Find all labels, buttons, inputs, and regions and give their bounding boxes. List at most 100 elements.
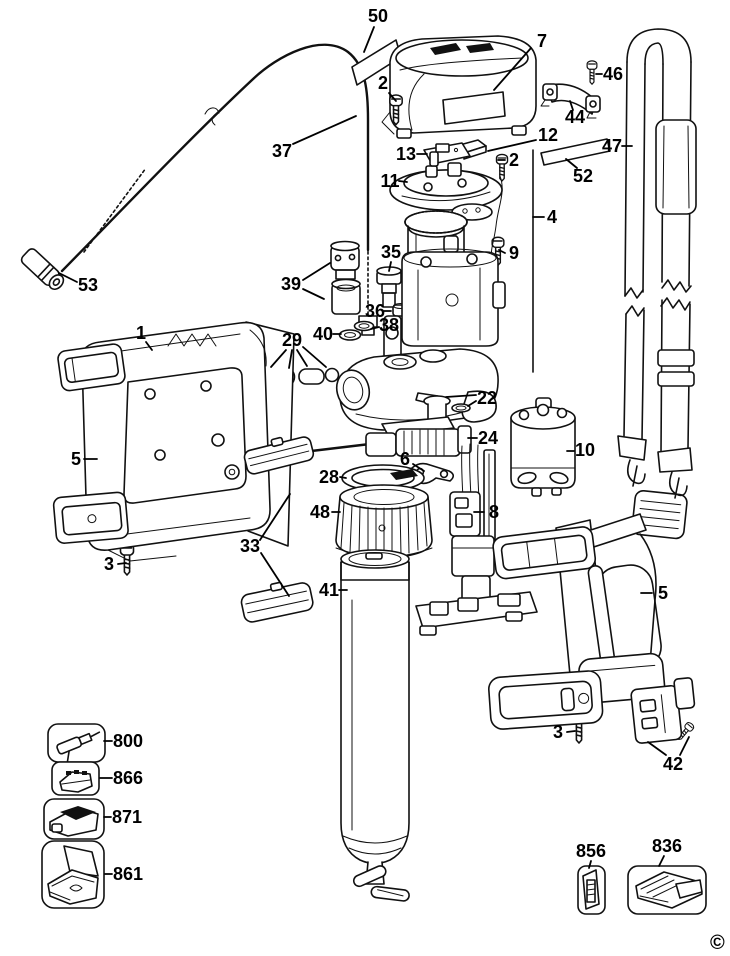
kit-box-866 [51,761,100,796]
leader-line-50 [363,26,375,53]
leader-line-28 [339,476,347,479]
rail-33-lower [240,581,314,623]
washer-40 [338,329,362,341]
part-label-3: 3 [103,554,115,574]
part-label-8: 8 [488,502,500,522]
shoulder-strap-47 [617,28,697,499]
part-label-1: 1 [135,323,147,343]
leader-line-29 [302,346,327,368]
leader-line-1 [145,341,153,351]
motor-cover-7 [381,35,537,139]
part-label-40: 40 [312,324,334,344]
leader-line-44 [569,100,574,111]
part-label-37: 37 [271,141,293,161]
part-label-871: 871 [111,807,143,827]
kit-box-800 [47,723,106,764]
right-housing-handle-5 [488,489,688,730]
kit-box-836 [627,865,707,915]
leader-line-22 [445,394,477,398]
piston-housing [401,235,506,347]
hose-nozzle-53 [20,248,65,291]
leader-line-53 [58,272,78,283]
part-label-6: 6 [399,449,411,469]
label-sticker-52 [540,138,611,166]
part-label-28: 28 [318,467,340,487]
leader-line-33 [259,493,291,541]
part-label-48: 48 [309,502,331,522]
leader-line-6 [412,463,425,472]
leader-line-33 [260,552,290,597]
part-label-53: 53 [77,275,99,295]
leader-line-856 [588,860,592,869]
copyright-mark: © [710,932,725,954]
leader-line-52 [565,158,578,169]
part-label-800: 800 [112,731,144,751]
part-label-861: 861 [112,864,144,884]
part-label-5: 5 [657,583,669,603]
follower-cup-48 [335,484,433,559]
part-label-13: 13 [395,144,417,164]
left-housing-frame-5 [52,321,295,562]
rod-assembly-24 [298,416,472,458]
leader-line-22 [467,400,477,407]
part-label-2: 2 [377,73,389,93]
rail-33-upper [243,436,315,475]
kit-box-856 [577,865,606,915]
leader-line-29 [270,349,287,368]
battery-icon [59,770,93,793]
bracket-44 [540,83,601,119]
part-label-3: 3 [552,722,564,742]
leader-line-38 [370,326,380,330]
part-label-38: 38 [378,315,400,335]
kit-box-871 [43,798,105,840]
part-label-50: 50 [367,6,389,26]
part-label-44: 44 [564,107,586,127]
part-label-5: 5 [70,449,82,469]
charger-icon [49,806,99,837]
part-label-12: 12 [537,125,559,145]
part-label-41: 41 [318,580,340,600]
part-label-4: 4 [546,207,558,227]
leader-line-29 [288,349,293,369]
part-label-46: 46 [602,64,624,84]
leader-line-12 [487,139,537,152]
barrel-tube-41 [340,549,410,902]
part-label-42: 42 [662,754,684,774]
leader-line-39 [302,262,331,281]
part-label-9: 9 [508,243,520,263]
part-label-33: 33 [239,536,261,556]
part-label-52: 52 [572,166,594,186]
kit-case-icon [47,845,99,905]
leader-line-42 [647,741,667,756]
part-label-856: 856 [575,841,607,861]
coupler-kit-icon [56,731,101,764]
leader-line-3 [566,730,576,733]
part-label-11: 11 [380,171,400,191]
leader-line-7 [493,47,532,91]
leader-line-836 [658,855,665,867]
part-label-36: 36 [364,301,386,321]
kit-box-861 [41,840,105,909]
leader-line-29 [296,349,308,367]
bracket-42 [630,677,696,744]
washer-38 [353,320,375,332]
switch-assembly-8 [415,443,538,636]
motor-10 [510,397,576,497]
fitting-35 [376,266,402,308]
tray-icon [635,871,703,909]
part-label-39: 39 [280,274,302,294]
part-label-24: 24 [477,428,499,448]
leader-line-42 [679,736,690,756]
part-label-22: 22 [476,388,498,408]
leader-line-3 [117,562,127,565]
leader-line-37 [292,115,357,145]
leader-line-9 [498,249,506,254]
leader-line-2 [388,92,397,102]
gear-plate-11 [389,162,503,211]
leader-line-35 [388,261,392,272]
clip-icon [582,869,600,910]
part-label-7: 7 [536,31,548,51]
